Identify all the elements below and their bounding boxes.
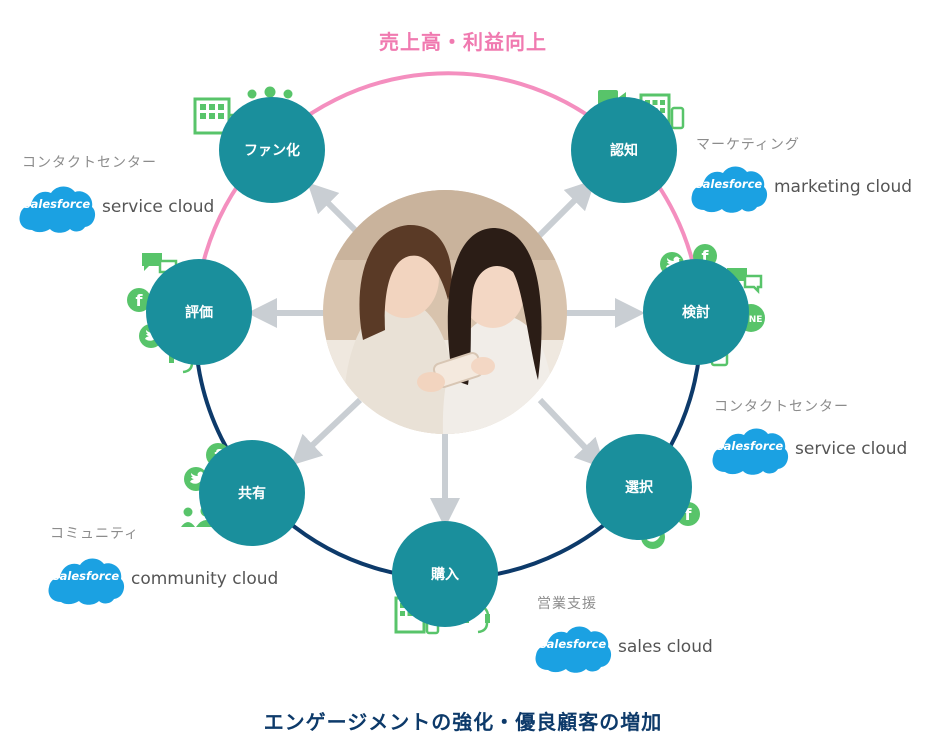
stage-review: 評価 [146, 259, 252, 365]
stage-awareness: 認知 [571, 97, 677, 203]
svg-text:f: f [685, 505, 693, 524]
arrow-to-share [291, 397, 363, 466]
customers-photo [323, 190, 567, 434]
stage-share-label: 共有 [238, 486, 266, 502]
community-cloud-product: salesforce community cloud [47, 552, 278, 606]
product-name: marketing cloud [774, 177, 913, 197]
product-name: community cloud [131, 569, 279, 589]
salesforce-brand-text: salesforce [52, 569, 120, 583]
product-name: service cloud [102, 197, 215, 217]
svg-text:f: f [702, 247, 710, 266]
salesforce-brand-text: salesforce [716, 439, 784, 453]
stage-select-label: 選択 [625, 480, 653, 496]
salesforce-brand-text: salesforce [539, 637, 607, 651]
stage-select: 選択 [586, 434, 692, 540]
stage-fan: ファン化 [219, 97, 325, 203]
product-name: sales cloud [618, 637, 713, 657]
stage-purchase: 購入 [392, 521, 498, 627]
revenue-arc [193, 71, 702, 348]
sales-support-label: 営業支援 [537, 596, 597, 612]
stage-review-label: 評価 [185, 305, 213, 321]
revenue-title: 売上高・利益向上 [379, 30, 547, 54]
salesforce-brand-text: salesforce [695, 177, 763, 191]
line-badge-text: LINE [740, 315, 763, 325]
stage-purchase-label: 購入 [431, 567, 459, 583]
engagement-title: エンゲージメントの強化・優良顧客の増加 [263, 710, 663, 734]
stage-consider-label: 検討 [682, 305, 710, 321]
stage-fan-label: ファン化 [244, 143, 300, 159]
service-cloud-right-product: salesforce service cloud [711, 422, 907, 476]
salesforce-logo: salesforce [711, 422, 789, 476]
contact-center-right-label: コンタクトセンター [714, 399, 849, 415]
arrow-to-select [537, 397, 606, 469]
smartphone-icon [670, 106, 685, 130]
salesforce-logo: salesforce [690, 160, 768, 214]
stage-consider: 検討 [643, 259, 749, 365]
salesforce-logo: salesforce [534, 620, 612, 674]
marketing-cloud-product: salesforce marketing cloud [690, 160, 912, 214]
marketing-label: マーケティング [696, 137, 800, 153]
facebook-icon: f [127, 288, 151, 312]
stage-awareness-label: 認知 [610, 143, 638, 159]
svg-text:f: f [136, 291, 144, 310]
salesforce-logo: salesforce [47, 552, 125, 606]
sales-cloud-product: salesforce sales cloud [534, 620, 713, 674]
contact-center-left-label: コンタクトセンター [22, 155, 157, 171]
service-cloud-left-product: salesforce service cloud [18, 180, 214, 234]
salesforce-logo: salesforce [18, 180, 96, 234]
stage-share: 共有 [199, 440, 305, 546]
salesforce-brand-text: salesforce [23, 197, 91, 211]
product-name: service cloud [795, 439, 908, 459]
community-label: コミュニティ [50, 526, 140, 542]
